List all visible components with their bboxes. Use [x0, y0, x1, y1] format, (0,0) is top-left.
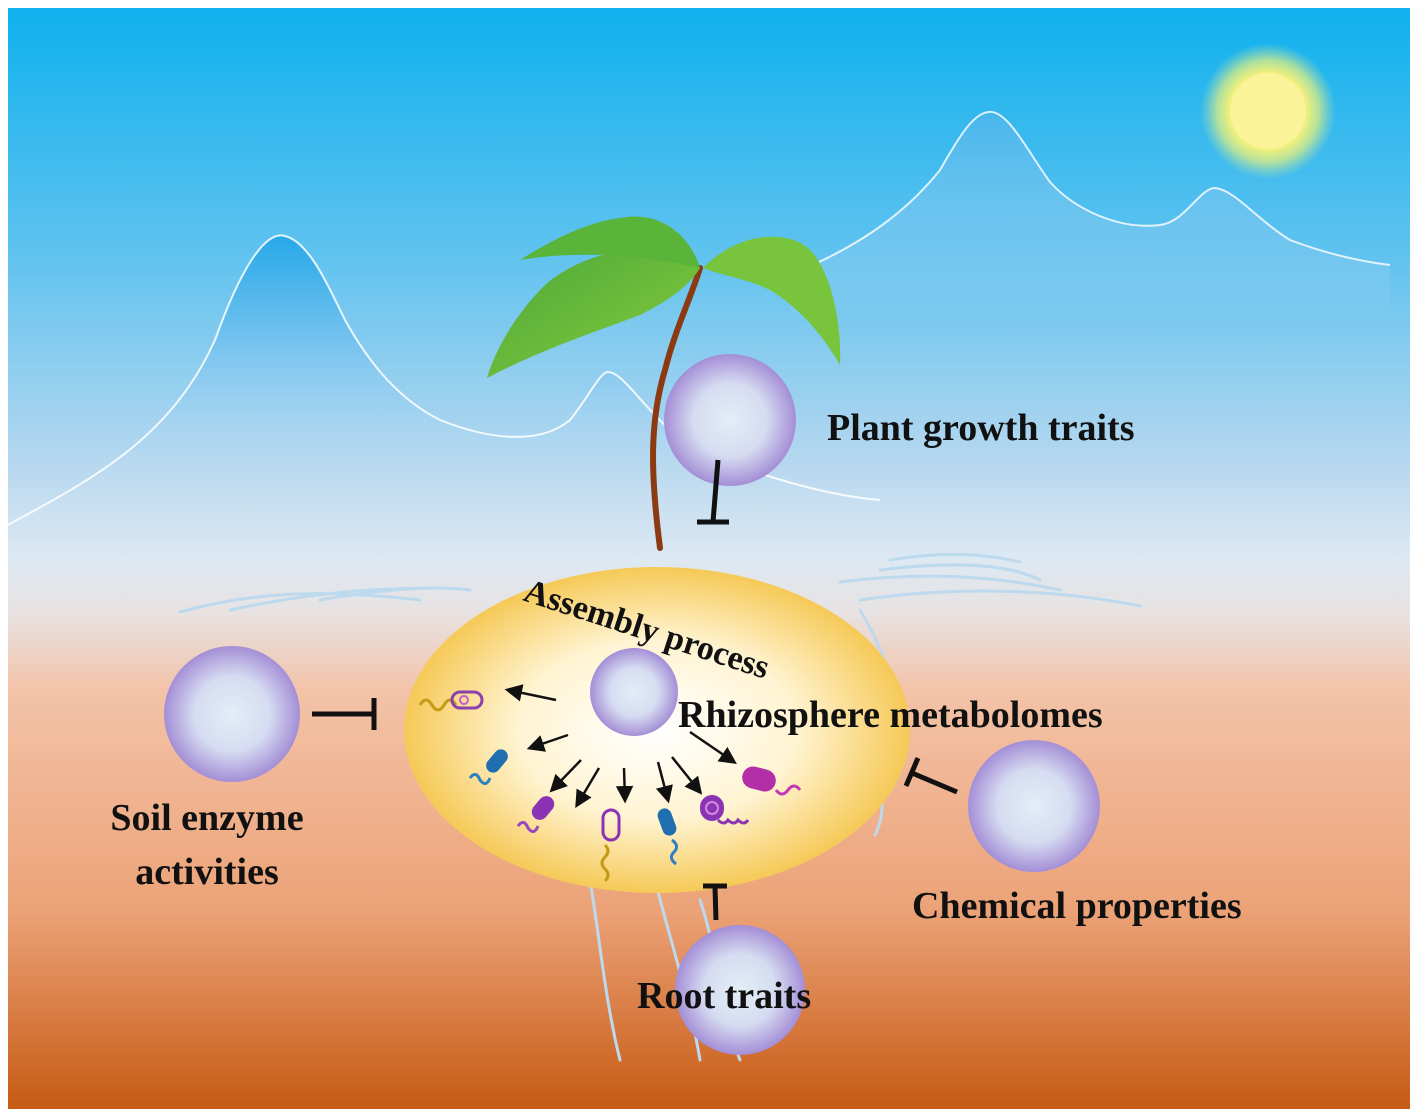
seedling-icon	[487, 216, 841, 551]
label-metabolomes: Rhizosphere metabolomes	[678, 694, 1103, 736]
mountain-left	[8, 235, 880, 530]
label-chemical: Chemical properties	[912, 885, 1242, 927]
microbe-2	[468, 749, 508, 785]
inhibition-plant	[697, 459, 729, 525]
microbe-4	[600, 808, 621, 883]
metabolomes-node	[590, 648, 678, 736]
radial-arrows	[504, 684, 737, 809]
mountain-right-ridge	[789, 110, 1391, 276]
bacteria-icon	[418, 690, 802, 883]
arrow-to-microbe-6	[655, 761, 673, 804]
arrow-to-microbe-5	[615, 767, 634, 804]
label-soil-enzyme-1: Soil enzyme	[110, 797, 303, 839]
microbe-5	[657, 808, 679, 866]
root-hairs	[178, 552, 1142, 1062]
inhibition-soil-enzyme	[312, 698, 377, 730]
inhibition-arrow-icon	[312, 459, 958, 921]
arrow-to-microbe-7	[671, 756, 703, 795]
arrow-to-microbe-1	[504, 684, 557, 702]
arrow-to-microbe-4	[575, 767, 601, 809]
arrow-to-microbe-8	[689, 730, 737, 764]
arrow-to-microbe-2	[526, 733, 569, 752]
microbe-7	[742, 766, 802, 796]
mountain-right	[790, 111, 1390, 321]
microbe-1	[418, 690, 484, 712]
background	[8, 8, 1410, 1109]
label-root: Root traits	[637, 975, 811, 1017]
root-node	[675, 925, 805, 1055]
microbe-3	[516, 796, 555, 833]
inhibition-root	[703, 883, 727, 921]
arrow-to-microbe-3	[549, 759, 582, 793]
plant-growth-node	[664, 354, 796, 486]
label-plant-growth: Plant growth traits	[827, 407, 1135, 449]
chemical-node	[968, 740, 1100, 872]
microbe-6	[700, 795, 750, 825]
sun-icon	[1200, 43, 1336, 179]
rhizosphere-ellipse	[404, 567, 910, 893]
label-soil-enzyme-2: activities	[135, 851, 279, 893]
inhibition-chemical	[903, 757, 958, 795]
soil-enzyme-node	[164, 646, 300, 782]
